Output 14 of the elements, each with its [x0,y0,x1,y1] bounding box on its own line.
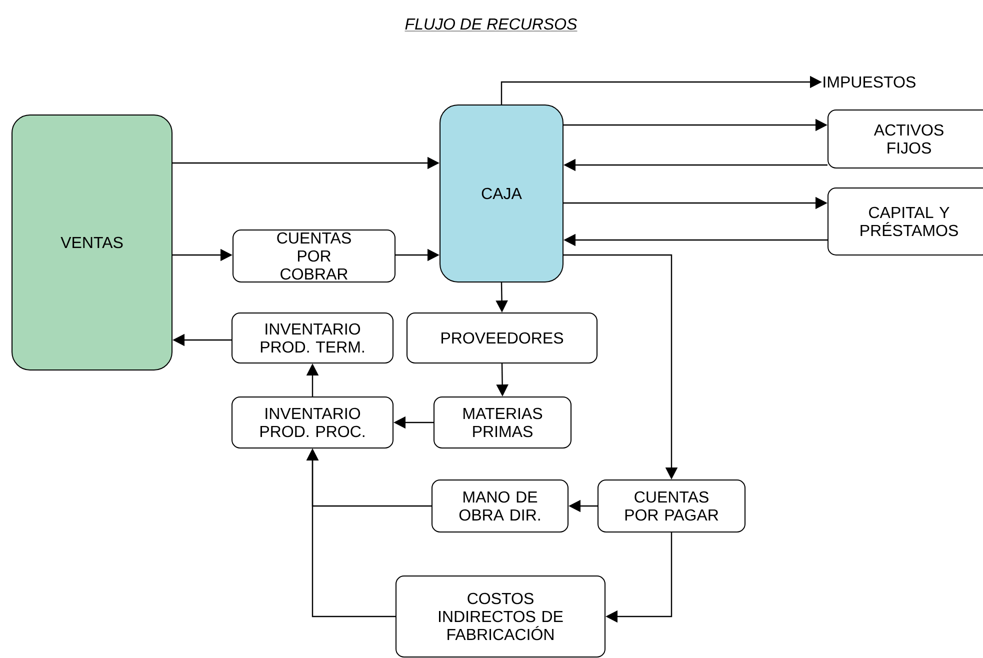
account-box: VENTAS [12,114,172,370]
account-box: CUENTAS POR PAGAR [598,480,746,532]
account-box: INVENTARIO PROD. PROC. [232,396,394,448]
account-box: PROVEEDORES [406,312,598,364]
account-box: COSTOS INDIRECTOS DE FABRICACIÓN [396,576,606,658]
node-label: IMPUESTOS [824,76,916,88]
account-box: MATERIAS PRIMAS [434,396,572,448]
account-box: CAJA [440,104,564,282]
account-box: ACTIVOS FIJOS [828,110,983,168]
title: FLUJO DE RECURSOS [404,18,578,32]
account-box: MANO DE OBRA DIR. [432,480,568,532]
account-box: INVENTARIO PROD. TERM. [232,312,394,364]
account-box: CAPITAL Y PRÉSTAMOS [828,188,983,256]
account-box: CUENTAS POR COBRAR [232,230,396,282]
